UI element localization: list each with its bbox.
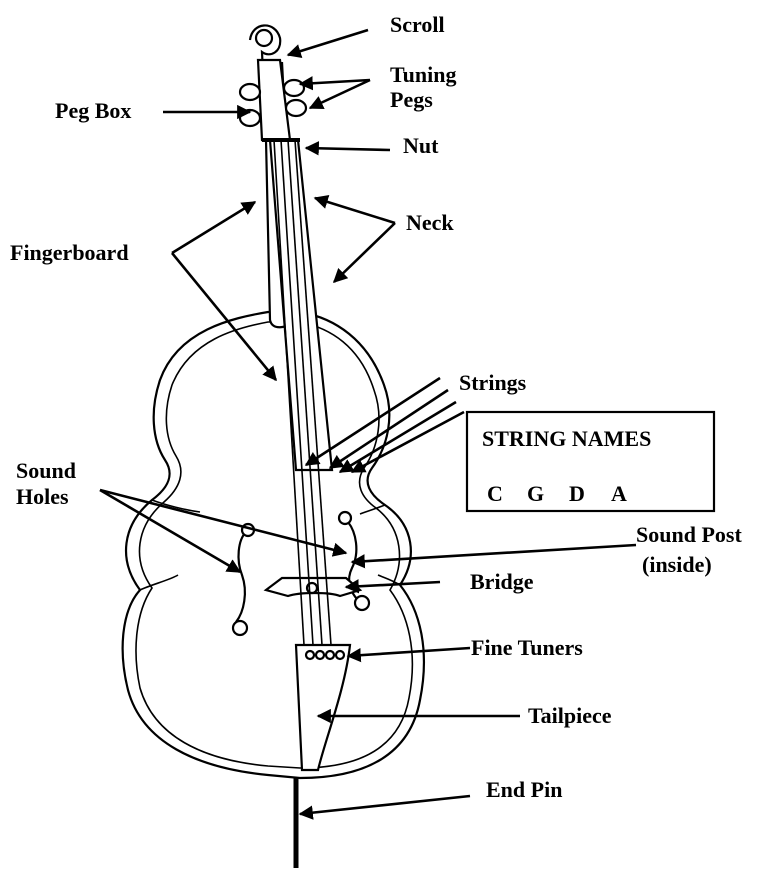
arrow-end-pin xyxy=(300,796,470,814)
label-neck: Neck xyxy=(406,210,454,235)
label-strings: Strings xyxy=(459,370,527,395)
arrow-neck-b xyxy=(334,223,395,282)
label-sound-holes-line2: Holes xyxy=(16,484,69,509)
string-name-d: D xyxy=(569,481,585,506)
string-name-g: G xyxy=(527,481,544,506)
string-name-a: A xyxy=(611,481,627,506)
string-names-title: STRING NAMES xyxy=(482,426,651,451)
label-sound-post-line2: (inside) xyxy=(642,552,712,577)
label-bridge: Bridge xyxy=(470,569,534,594)
label-tuning-pegs-line1: Tuning xyxy=(390,62,456,87)
label-tuning-pegs-line2: Pegs xyxy=(390,87,433,112)
cello-peg-box xyxy=(240,60,306,140)
label-end-pin: End Pin xyxy=(486,777,562,802)
label-nut: Nut xyxy=(403,133,439,158)
label-sound-holes-line1: Sound xyxy=(16,458,76,483)
label-peg-box: Peg Box xyxy=(55,98,131,123)
arrow-scroll xyxy=(288,30,368,55)
label-fingerboard: Fingerboard xyxy=(10,240,129,265)
label-scroll: Scroll xyxy=(390,12,445,37)
label-sound-post-line1: Sound Post xyxy=(636,522,742,547)
arrow-neck-a xyxy=(315,198,395,223)
cello-body xyxy=(123,312,424,778)
arrow-tuning-pegs-a xyxy=(300,80,370,84)
string-names-box: STRING NAMES C G D A xyxy=(467,412,714,511)
arrow-nut xyxy=(306,148,390,150)
arrow-fingerboard-a xyxy=(172,202,255,253)
string-name-c: C xyxy=(487,481,503,506)
label-fine-tuners: Fine Tuners xyxy=(471,635,583,660)
cello-bridge xyxy=(266,578,360,596)
label-tailpiece: Tailpiece xyxy=(528,703,612,728)
